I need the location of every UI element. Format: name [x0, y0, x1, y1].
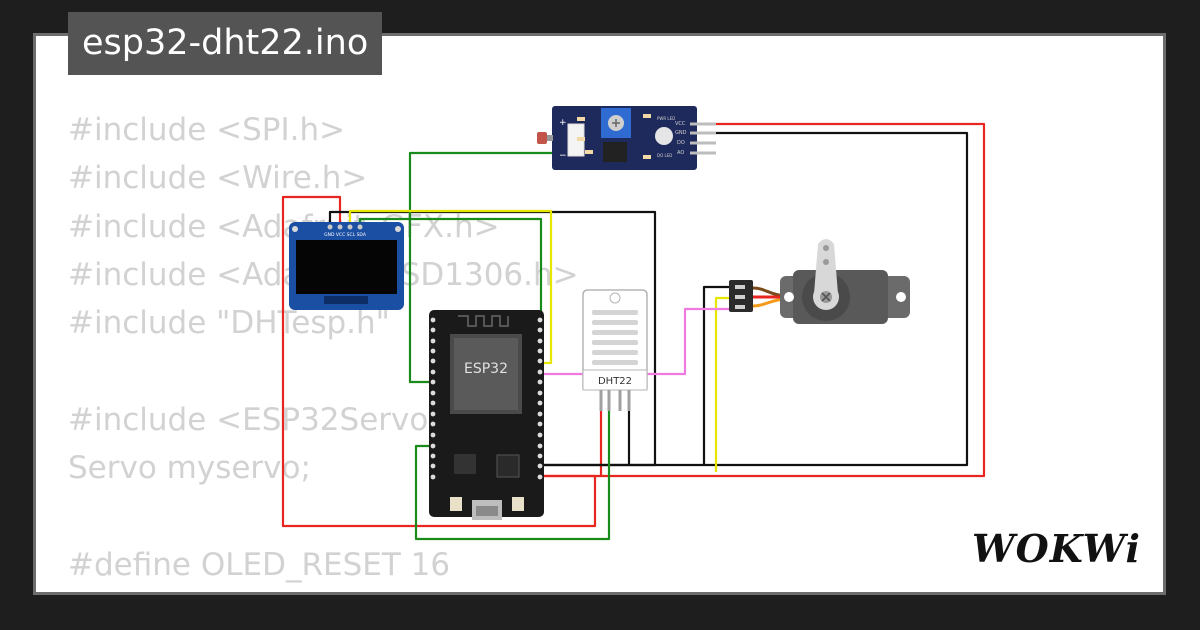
code-line: #define OLED_RESET 16	[68, 546, 451, 583]
esp32-label: ESP32	[464, 361, 508, 377]
wire-black-gnd-bus	[540, 131, 969, 467]
oled-display: GND VCC SCL SDA	[289, 222, 404, 310]
code-line: #include <SPI.h>	[68, 112, 346, 148]
ldr-label-do: DO	[677, 140, 685, 146]
servo-motor	[729, 239, 910, 324]
wokwi-logo: WOKWi	[972, 526, 1141, 571]
wire-red-vcc-bus	[540, 122, 986, 478]
wire-yellow-servo-vcc	[714, 296, 738, 472]
ldr-label-doled: DO LED	[657, 153, 672, 158]
project-title[interactable]: esp32-dht22.ino	[68, 12, 383, 75]
wire-black-servo-gnd	[702, 285, 738, 465]
ldr-minus: −	[559, 151, 567, 161]
dht22-sensor: DHT22	[582, 289, 648, 411]
ldr-plus: +	[559, 118, 567, 128]
wire-green-dht-data	[414, 410, 611, 541]
code-line: Servo myservo;	[68, 450, 311, 487]
ldr-label-pwr: PWR LED	[657, 116, 675, 121]
ldr-module: + − PWR LED VCC GND DO AO DO LED	[537, 106, 716, 170]
ldr-label-ao: AO	[677, 150, 684, 156]
dht22-label: DHT22	[598, 376, 632, 387]
ldr-label-gnd: GND	[675, 130, 687, 136]
wire-yellow-oled-scl	[348, 209, 553, 365]
code-background: #include <SPI.h> #include <Wire.h> #incl…	[68, 106, 704, 592]
esp32-board: ESP32	[429, 310, 544, 520]
ldr-label-vcc: VCC	[675, 121, 686, 127]
code-line: #include <Wire.h>	[68, 160, 368, 197]
oled-pin-labels: GND VCC SCL SDA	[324, 232, 367, 238]
code-line: #include "DHTesp.h"	[68, 305, 390, 342]
